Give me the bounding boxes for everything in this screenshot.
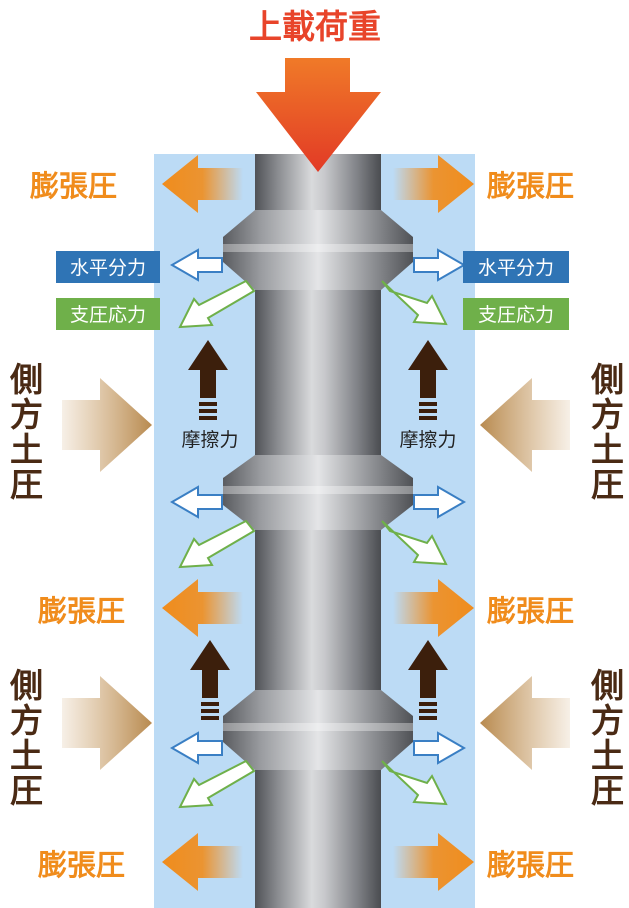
bearing-arrow-right-2 (381, 520, 448, 566)
bearing-tag-left (56, 298, 160, 330)
bearing-arrow-right-3 (381, 760, 448, 806)
bearing-arrow-left-2 (178, 519, 256, 569)
bearing-arrow-left-3 (178, 759, 256, 809)
expansion-label-right-2: 膨張圧 (487, 594, 574, 628)
horizontal-tag-left (56, 251, 160, 283)
expansion-arrow-right-1 (393, 155, 474, 213)
lateral-label-right-1: 側方土圧 (586, 362, 626, 502)
expansion-label-right-3: 膨張圧 (487, 848, 574, 882)
expansion-arrow-left-1 (162, 155, 243, 213)
lateral-arrow-left-1 (62, 378, 152, 472)
expansion-arrow-right-3 (393, 833, 474, 891)
lateral-arrow-left-2 (62, 676, 152, 770)
load-arrow (256, 58, 381, 172)
horizontal-arrow-right-3 (413, 731, 467, 765)
horizontal-arrow-left-3 (169, 731, 223, 765)
lateral-label-left-1: 側方土圧 (5, 362, 45, 502)
bearing-arrow-left-1 (178, 279, 256, 329)
bearing-tag-right (463, 298, 569, 330)
friction-arrow-right-1 (408, 340, 448, 420)
pile-collar-3 (223, 690, 413, 770)
expansion-arrow-left-3 (162, 833, 243, 891)
horizontal-tag-right-label: 水平分力 (478, 257, 554, 279)
lateral-label-left-2: 側方土圧 (5, 668, 45, 808)
expansion-label-left-2: 膨張圧 (38, 594, 125, 628)
expansion-arrow-left-2 (162, 579, 243, 637)
horizontal-arrow-right-1 (413, 248, 467, 282)
expansion-arrow-right-2 (393, 579, 474, 637)
expansion-label-left-3: 膨張圧 (38, 848, 125, 882)
friction-label-right: 摩擦力 (399, 429, 456, 451)
friction-arrow-right-2 (408, 640, 448, 720)
pile-collar-2 (223, 455, 413, 530)
lateral-arrow-right-1 (480, 378, 570, 472)
bearing-arrow-right-1 (381, 280, 448, 326)
horizontal-arrow-left-1 (169, 248, 223, 282)
horizontal-tag-left-label: 水平分力 (70, 257, 146, 279)
lateral-arrow-right-2 (480, 676, 570, 770)
pile-collar-1 (223, 210, 413, 290)
bearing-tag-left-label: 支圧応力 (70, 304, 146, 326)
friction-arrow-left-2 (190, 640, 230, 720)
friction-arrow-left-1 (188, 340, 228, 420)
horizontal-tag-right (463, 251, 569, 283)
horizontal-arrow-left-2 (169, 485, 223, 519)
bearing-tag-right-label: 支圧応力 (478, 304, 554, 326)
lateral-label-right-2: 側方土圧 (586, 668, 626, 808)
friction-label-left: 摩擦力 (181, 429, 238, 451)
load-label: 上載荷重 (249, 7, 381, 46)
expansion-label-left-1: 膨張圧 (30, 169, 117, 203)
expansion-label-right-1: 膨張圧 (487, 169, 574, 203)
horizontal-arrow-right-2 (413, 485, 467, 519)
